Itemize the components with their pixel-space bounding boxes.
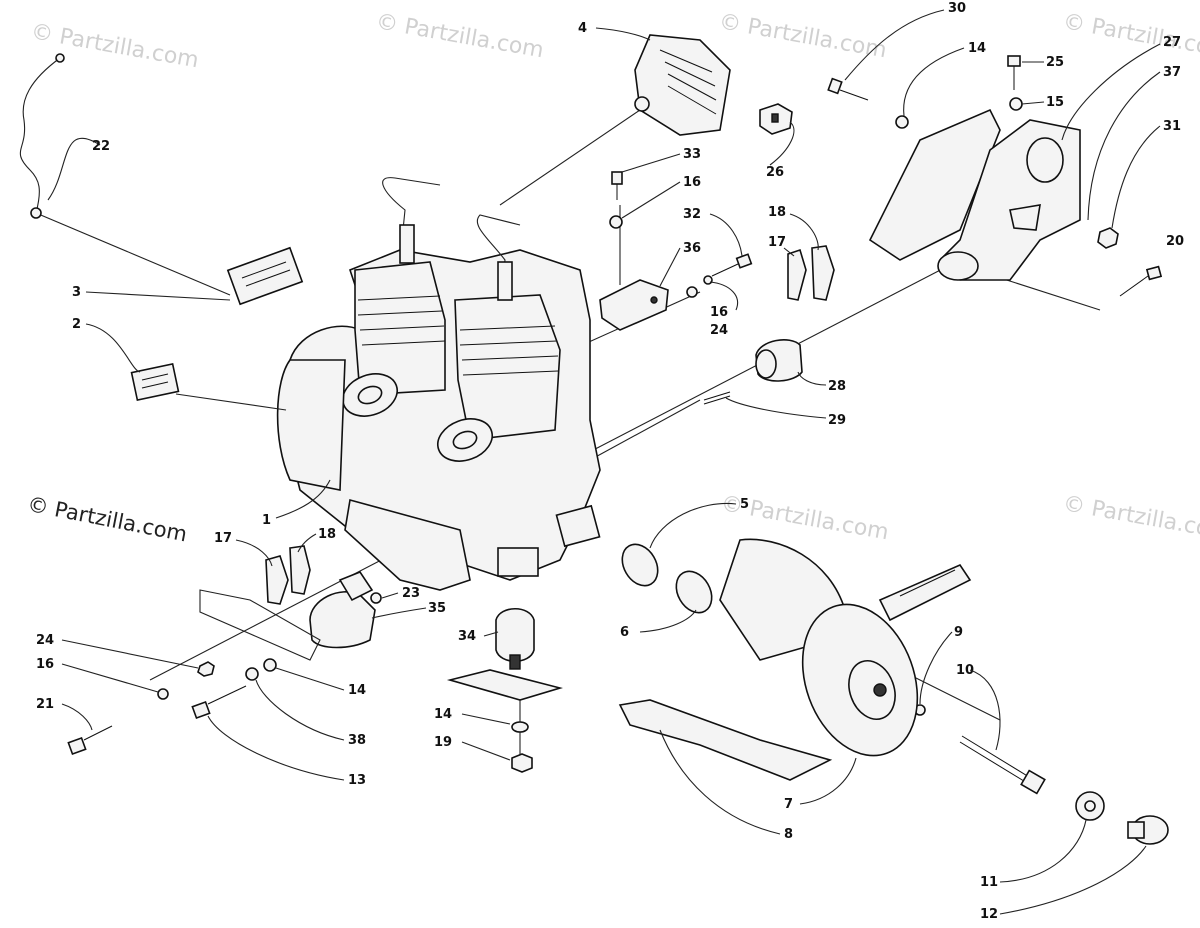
callout-35: 35 (428, 601, 446, 616)
callout-9: 9 (954, 625, 963, 640)
callout-26: 26 (766, 165, 784, 180)
decal-2 (130, 362, 180, 402)
callout-17a: 17 (768, 235, 786, 250)
callout-29: 29 (828, 413, 846, 428)
callout-27: 27 (1163, 35, 1181, 50)
watermark: © Partzilla.com (29, 19, 201, 73)
callout-8: 8 (784, 827, 793, 842)
callout-25: 25 (1046, 55, 1064, 70)
callout-3: 3 (72, 285, 81, 300)
callout-30: 30 (948, 1, 966, 16)
callout-38: 38 (348, 733, 366, 748)
callout-37: 37 (1163, 65, 1181, 80)
rubber-mount-28 (755, 339, 803, 382)
callout-31: 31 (1163, 119, 1181, 134)
callout-1: 1 (262, 513, 271, 528)
callout-32: 32 (683, 207, 701, 222)
callout-17b: 17 (214, 531, 232, 546)
mount-clips-lower (265, 545, 311, 605)
wire-harness (19, 53, 65, 219)
drive-clutch-7 (719, 538, 919, 757)
callout-11: 11 (980, 875, 998, 890)
callout-16c: 16 (36, 657, 54, 672)
spacer-6 (675, 570, 713, 614)
callout-15: 15 (1046, 95, 1064, 110)
callout-16b: 16 (710, 305, 728, 320)
decal-3 (226, 246, 304, 306)
watermark-layer: © Partzilla.com © Partzilla.com © Partzi… (29, 9, 1200, 545)
callout-22: 22 (92, 139, 110, 154)
callout-10: 10 (956, 663, 974, 678)
engine-mount-34 (446, 607, 563, 701)
callout-13: 13 (348, 773, 366, 788)
drive-belt-8 (618, 563, 972, 781)
callout-16a: 16 (683, 175, 701, 190)
callout-34: 34 (458, 629, 476, 644)
bracket-clip-26 (759, 103, 793, 135)
callout-19: 19 (434, 735, 452, 750)
mount-plate-36 (599, 279, 669, 331)
engine-mount-bracket-27 (868, 108, 1081, 281)
engine-bracket-4 (634, 34, 731, 136)
callout-14c: 14 (434, 707, 452, 722)
watermark: © Partzilla.com (1061, 491, 1200, 545)
spacer-5 (621, 543, 659, 587)
callout-33: 33 (683, 147, 701, 162)
callout-23: 23 (402, 586, 420, 601)
callout-18a: 18 (768, 205, 786, 220)
watermark: © Partzilla.com (717, 9, 889, 63)
callout-24b: 24 (36, 633, 54, 648)
callout-14b: 14 (348, 683, 366, 698)
callout-12: 12 (980, 907, 998, 922)
engine-mount-35 (309, 571, 376, 649)
fasteners (67, 55, 1169, 845)
callout-6: 6 (620, 625, 629, 640)
callout-4: 4 (578, 21, 587, 36)
callout-7: 7 (784, 797, 793, 812)
callout-5: 5 (740, 497, 749, 512)
chassis-rail (199, 589, 321, 661)
cylinder-fins (357, 295, 559, 376)
callout-21: 21 (36, 697, 54, 712)
callout-20: 20 (1166, 234, 1184, 249)
mount-clips-upper (787, 245, 835, 301)
callout-28: 28 (828, 379, 846, 394)
engine-block (276, 177, 601, 591)
callout-18b: 18 (318, 527, 336, 542)
watermark: © Partzilla.com (374, 9, 546, 63)
callout-24a: 24 (710, 323, 728, 338)
callouts: 22 3 2 1 4 26 33 16 32 36 16 24 18 17 28… (36, 1, 1184, 922)
callout-14a: 14 (968, 41, 986, 56)
callout-36: 36 (683, 241, 701, 256)
callout-2: 2 (72, 317, 81, 332)
